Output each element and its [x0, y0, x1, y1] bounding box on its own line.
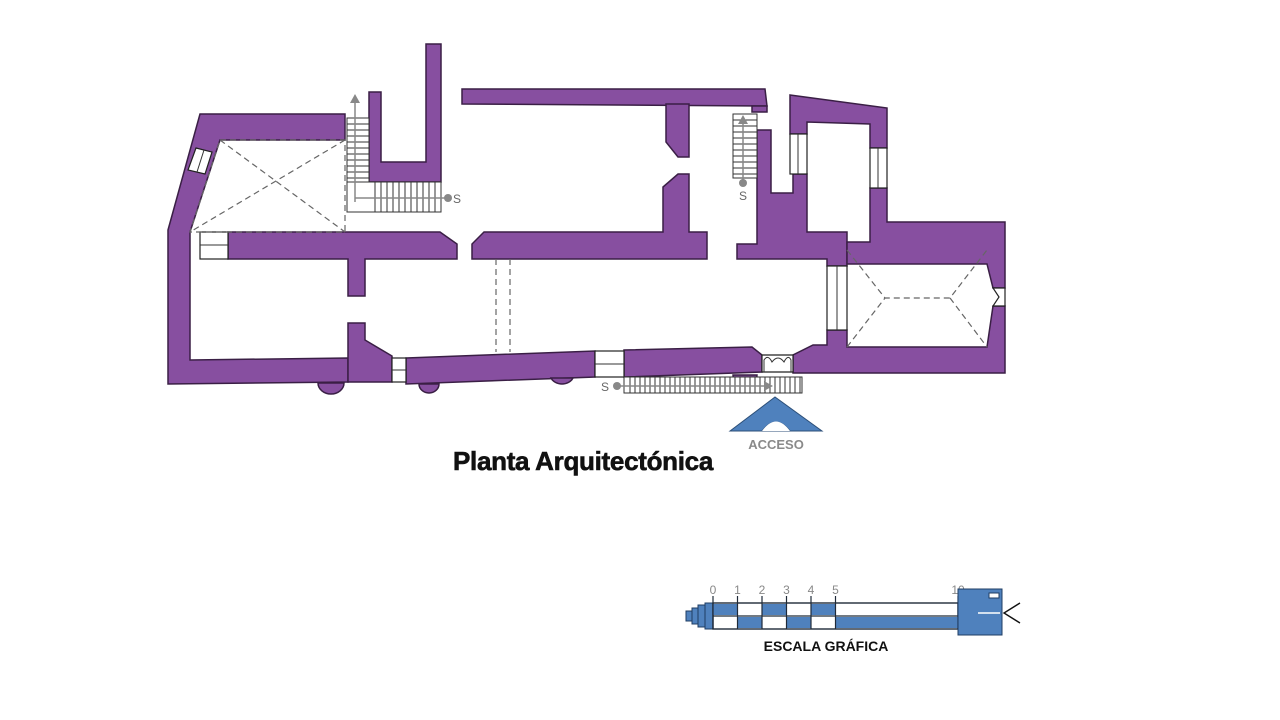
wall-top-right-jamb: [751, 105, 768, 113]
entrance-arch-opening: [762, 421, 790, 431]
scale-segment: [786, 617, 811, 628]
buttress: [549, 377, 575, 385]
buttress: [418, 383, 440, 394]
stair-bottom-flight: [623, 376, 803, 394]
wall-top-long: [461, 88, 768, 107]
wall-stair-enclosure: [368, 43, 442, 183]
stair-left-flight-horizontal: [346, 181, 442, 213]
stair-treads: [733, 119, 757, 175]
scale-end-step: [685, 610, 693, 622]
scale-pointer-icon: [1002, 602, 1021, 624]
scale-caption: ESCALA GRÁFICA: [764, 638, 889, 654]
stair-right-flight: [732, 113, 758, 179]
scale-segment: [811, 604, 836, 615]
vault-left-outline: [189, 139, 346, 233]
stair-treads: [347, 123, 369, 179]
walls: [167, 43, 1006, 395]
stairs: S S S: [346, 94, 803, 394]
wall-bottom-right: [623, 346, 763, 378]
scale-tick-label: 2: [759, 583, 766, 597]
wall-right-room: [846, 187, 1006, 289]
scale-end-step: [691, 607, 699, 625]
scale-tick-label: 3: [783, 583, 790, 597]
scale-segment: [762, 604, 787, 615]
windows: [187, 133, 1006, 383]
wall-left-interior: [227, 231, 458, 297]
stair-arrowhead: [738, 115, 748, 124]
buttress: [317, 382, 345, 395]
stair-start-dot: [613, 382, 621, 390]
plan-title: Planta Arquitectónica: [453, 446, 714, 476]
stair-treads: [374, 182, 436, 212]
scale-ticks: 01234510: [710, 583, 965, 629]
vault-left-diagonal: [189, 139, 346, 233]
scale-tick-label: 1: [734, 583, 741, 597]
stair-treads: [629, 377, 801, 393]
wall-right-column: [736, 129, 848, 267]
vault-right-outline: [846, 297, 886, 348]
stair-start-dot: [739, 179, 747, 187]
stair-arrowhead: [764, 381, 773, 391]
window-mullion: [196, 149, 205, 173]
scale-tick-label: 4: [808, 583, 815, 597]
scale-segment: [713, 604, 738, 615]
scale-segment: [737, 617, 762, 628]
entrance-label: ACCESO: [748, 437, 804, 452]
wall-left-outer: [167, 113, 349, 385]
overhead-lines: [189, 139, 988, 352]
graphic-scale: 01234510 ESCALA GRÁFICA: [685, 583, 1021, 654]
stair-label-s: S: [739, 189, 747, 203]
scale-end-notch: [988, 592, 1000, 599]
wall-left-lower-partition: [347, 322, 393, 383]
scale-tick-label: 0: [710, 583, 717, 597]
wall-right-room-lower: [792, 305, 1006, 374]
wall-center-pier: [665, 103, 690, 158]
stair-label-s: S: [453, 192, 461, 206]
entrance-door-leaf: [763, 356, 792, 372]
scale-segments: [713, 604, 958, 628]
vault-left-diagonal: [219, 139, 346, 233]
door-right-edge: [991, 287, 1006, 307]
wall-center-long: [471, 173, 708, 260]
vault-right-outline: [846, 249, 988, 299]
stair-arrowhead: [350, 94, 360, 103]
scale-end-step: [697, 604, 706, 628]
scale-tick-label: 5: [832, 583, 839, 597]
stair-start-dot: [444, 194, 452, 202]
scale-end-step: [704, 602, 714, 630]
vault-right-outline: [949, 297, 988, 348]
stair-label-s: S: [601, 380, 609, 394]
entrance-marker: ACCESO: [728, 396, 824, 452]
scale-segment: [835, 617, 958, 628]
